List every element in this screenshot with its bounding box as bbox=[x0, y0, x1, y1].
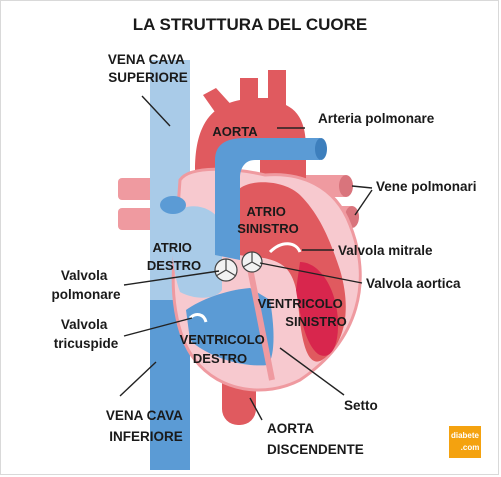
leader-setto bbox=[279, 347, 345, 396]
leader-aorta-discendente bbox=[249, 397, 263, 421]
label-setto: Setto bbox=[344, 398, 378, 413]
septum bbox=[245, 257, 275, 381]
leader-vene-polmonari-1 bbox=[351, 185, 373, 189]
leader-valvola-polmonare bbox=[123, 270, 220, 286]
aorta-branch bbox=[203, 88, 236, 122]
leader-vena-cava-inferiore bbox=[119, 361, 157, 397]
left-ventricle-deep bbox=[296, 262, 338, 356]
label-aorta: AORTA bbox=[212, 124, 258, 139]
diagram-title: LA STRUTTURA DEL CUORE bbox=[133, 15, 368, 34]
svg-text:.com: .com bbox=[461, 443, 480, 452]
right-ventricle bbox=[186, 288, 274, 366]
label-atrio-destro: ATRIO DESTRO bbox=[147, 240, 201, 273]
label-valvola-mitrale: Valvola mitrale bbox=[338, 243, 433, 258]
pulmonary-artery-opening bbox=[315, 138, 327, 160]
label-vena-cava-inferiore: VENA CAVA INFERIORE bbox=[106, 408, 186, 444]
label-valvola-tricuspide: Valvola tricuspide bbox=[54, 317, 119, 351]
diabete-logo: diabete .com bbox=[449, 426, 481, 458]
mitral-valve bbox=[268, 242, 302, 254]
pulmonary-artery bbox=[215, 138, 320, 260]
label-vena-cava-superiore: VENA CAVA SUPERIORE bbox=[108, 52, 188, 85]
vena-cava-opening bbox=[160, 196, 186, 214]
tricuspid-valve bbox=[188, 313, 208, 323]
label-valvola-aortica: Valvola aortica bbox=[366, 276, 461, 291]
svg-text:diabete: diabete bbox=[451, 431, 480, 440]
label-ventricolo-sinistro: VENTRICOLO SINISTRO bbox=[258, 296, 347, 329]
label-valvola-polmonare: Valvola polmonare bbox=[51, 268, 121, 302]
leader-vena-cava-superiore bbox=[141, 95, 171, 127]
label-vene-polmonari: Vene polmonari bbox=[376, 179, 477, 194]
label-ventricolo-destro: VENTRICOLO DESTRO bbox=[180, 332, 269, 366]
leader-valvola-tricuspide bbox=[123, 317, 193, 337]
label-atrio-sinistro: ATRIO SINISTRO bbox=[237, 204, 298, 236]
right-atrium bbox=[172, 206, 222, 298]
inferior-vena-cava bbox=[150, 300, 190, 470]
label-aorta-discendente: AORTA DISCENDENTE bbox=[267, 421, 364, 457]
leader-valvola-aortica bbox=[259, 262, 363, 284]
aortic-valve bbox=[241, 251, 263, 273]
pulmonary-valve bbox=[214, 258, 238, 282]
leader-vene-polmonari-2 bbox=[354, 189, 373, 216]
label-arteria-polmonare: Arteria polmonare bbox=[318, 111, 435, 126]
